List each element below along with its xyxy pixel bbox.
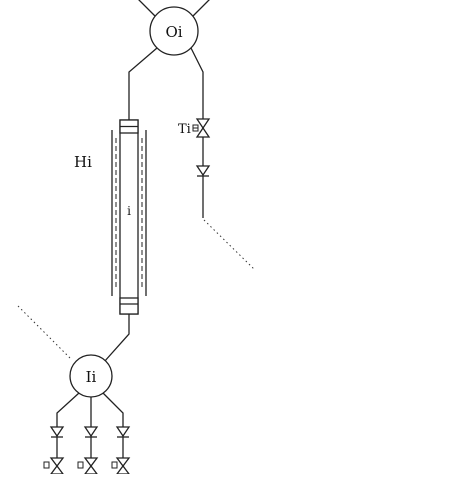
dotted-lead-left	[17, 305, 71, 359]
bottom-node: Ii	[69, 354, 113, 398]
pipe-column-to-bottom	[103, 314, 130, 363]
valve-label: Ti	[178, 122, 191, 137]
top-node-label: Oi	[165, 23, 182, 41]
top-node: Oi	[138, 0, 210, 56]
pipe-top-to-column	[128, 47, 158, 120]
column-side-label: Hi	[74, 153, 92, 171]
bottom-valve-2	[77, 426, 99, 475]
bottom-valve-1	[43, 426, 65, 475]
column-label: i	[127, 204, 131, 218]
right-valve-line	[192, 118, 256, 271]
bottom-node-label: Ii	[86, 368, 97, 386]
bottom-valve-3	[111, 426, 131, 475]
pipe-top-to-valve-line	[190, 47, 204, 118]
